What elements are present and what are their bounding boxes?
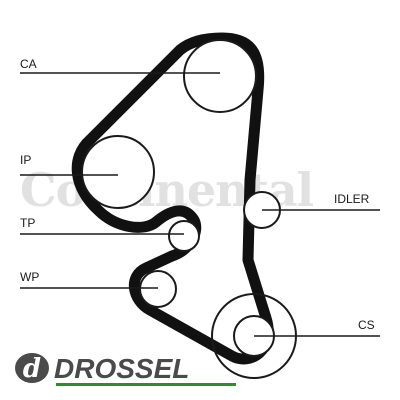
injection-pump-pulley bbox=[81, 135, 155, 209]
label-idler: IDLER bbox=[334, 192, 370, 206]
label-tp: TP bbox=[20, 216, 36, 230]
drossel-logo: d DROSSEL bbox=[12, 346, 242, 390]
label-ca: CA bbox=[20, 57, 37, 71]
brand-name: DROSSEL bbox=[54, 353, 189, 384]
label-ip: IP bbox=[20, 153, 32, 167]
drossel-logo-mark: d DROSSEL bbox=[15, 353, 236, 386]
water-pump-pulley bbox=[139, 270, 177, 308]
label-wp: WP bbox=[20, 270, 40, 284]
svg-text:d: d bbox=[23, 354, 41, 384]
label-cs: CS bbox=[358, 318, 375, 332]
camshaft-pulley bbox=[183, 39, 257, 113]
tensioner-pulley bbox=[168, 220, 200, 252]
